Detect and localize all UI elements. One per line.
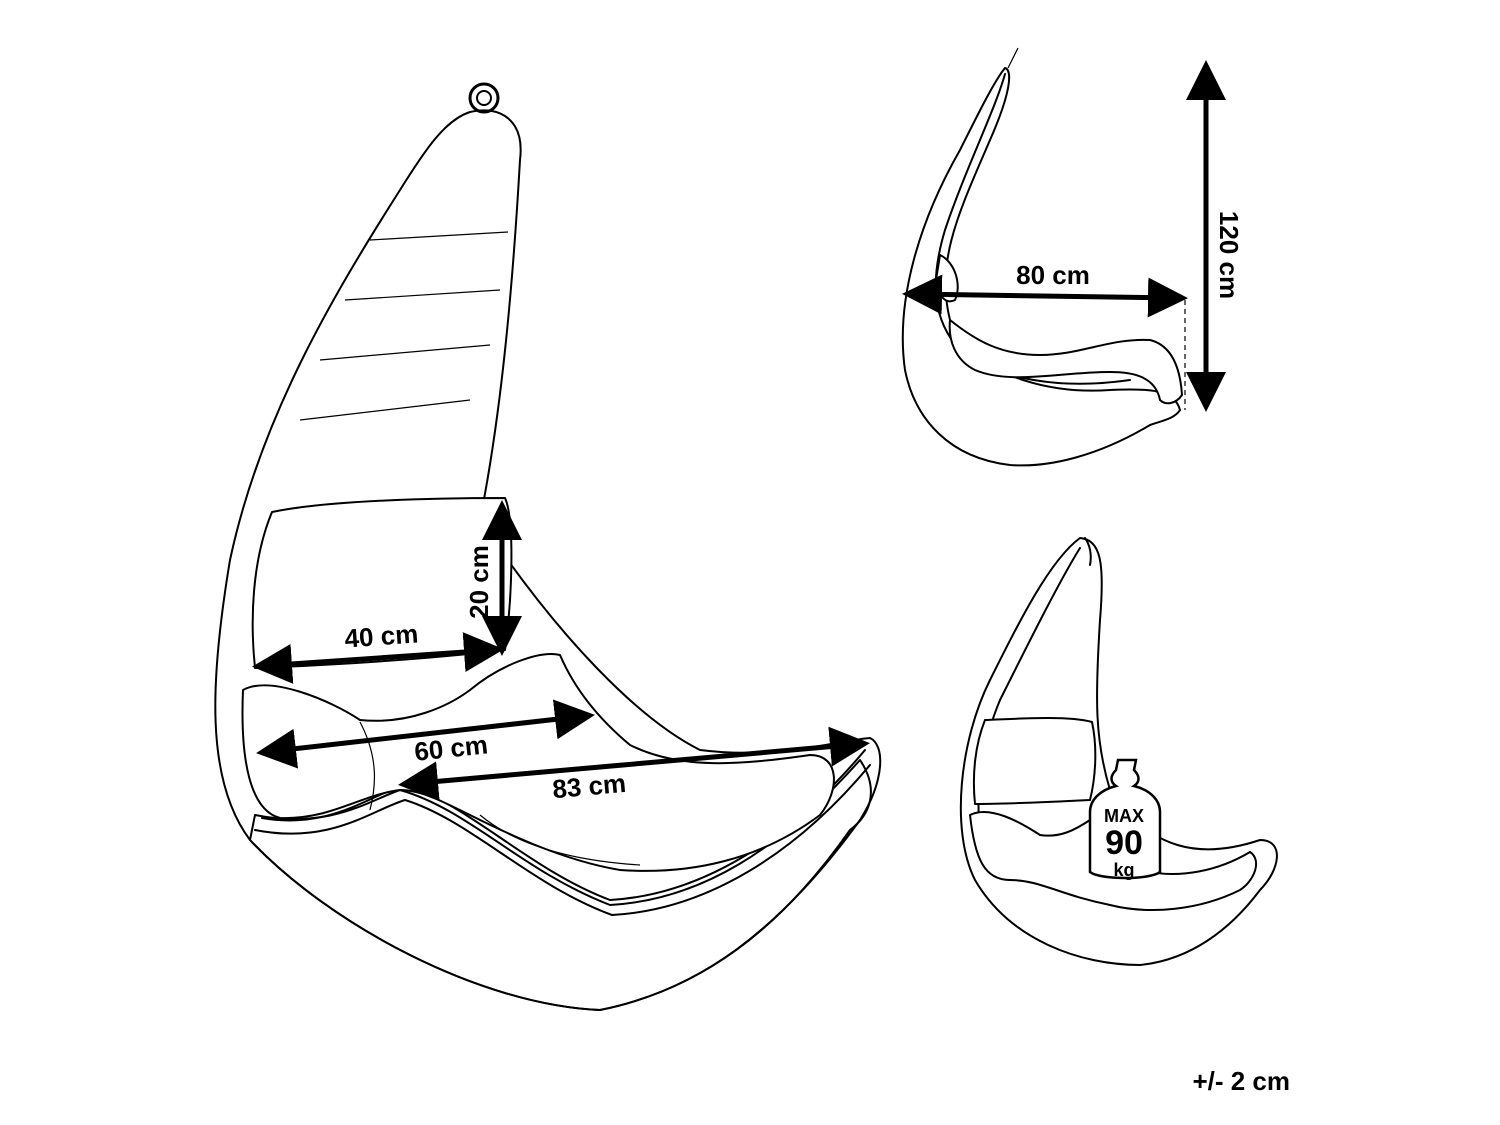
dim-120-label: 120 cm [1214, 211, 1244, 299]
dim-20-label: 20 cm [464, 545, 494, 619]
dim-83-arrow [398, 726, 870, 802]
weight-icon: MAX 90 kg [1088, 758, 1162, 880]
dimension-80: 80 cm [902, 260, 1188, 318]
dimension-40: 40 cm [252, 618, 504, 684]
dim-80-label: 80 cm [1016, 260, 1090, 290]
dimension-120: 120 cm [1186, 59, 1244, 412]
max-label: MAX [1104, 806, 1144, 826]
seat-cushion [241, 653, 835, 872]
dim-80-arrow [902, 274, 1188, 318]
max-value: 90 [1105, 824, 1143, 862]
main-chair-view [214, 82, 882, 1011]
dim-83-label: 83 cm [551, 768, 627, 804]
tolerance-note: +/- 2 cm [1192, 1066, 1290, 1096]
dimension-83: 83 cm [398, 726, 870, 804]
side-profile-view [901, 47, 1186, 467]
max-unit: kg [1113, 860, 1134, 880]
load-capacity-view [959, 537, 1278, 966]
load-shell [959, 537, 1278, 966]
dim-40-label: 40 cm [344, 618, 420, 653]
side-shell [901, 67, 1181, 467]
dimension-20: 20 cm [464, 500, 522, 656]
dim-40-arrow [252, 632, 504, 684]
